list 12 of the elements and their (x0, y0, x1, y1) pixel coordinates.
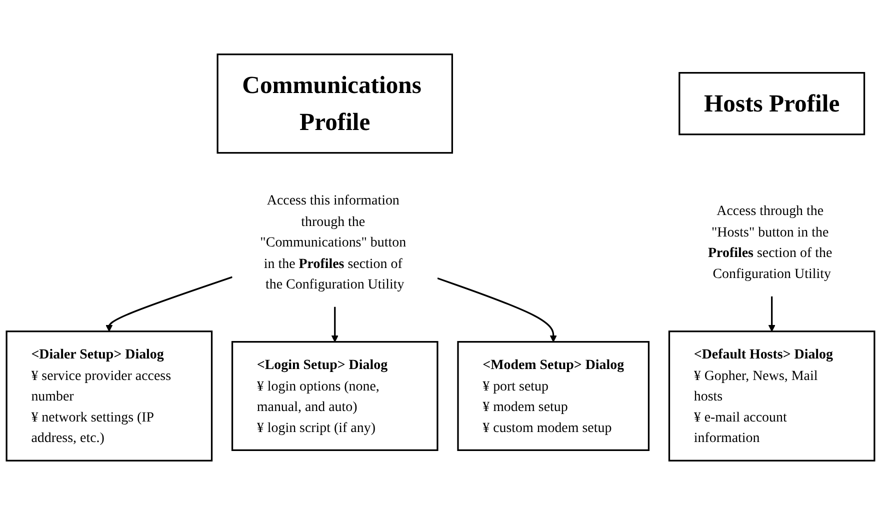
node-text: Access this information through the "Communications" button in the Profiles section of the Configuration Utility (260, 192, 406, 292)
arrow (106, 276, 233, 332)
arrow (437, 277, 557, 342)
node-box: <Dialer Setup> Dialog ¥ service provider access number ¥ network settings (IP address, etc.) (6, 330, 213, 462)
node-box: <Login Setup> Dialog ¥ login options (none, manual, and auto) ¥ login script (if any) (231, 341, 438, 451)
node-text: Access through the "Hosts" button in the Profiles section of the Configuration Utility (708, 202, 832, 282)
arrow (331, 306, 338, 342)
node-box: <Modem Setup> Dialog ¥ port setup ¥ modem setup ¥ custom modem setup (457, 341, 650, 451)
arrow (768, 296, 776, 332)
node-box: Communications Profile (216, 54, 453, 154)
node-box: Hosts Profile (678, 72, 866, 136)
node-box: <Default Hosts> Dialog ¥ Gopher, News, Mail hosts ¥ e-mail account information (668, 330, 876, 462)
